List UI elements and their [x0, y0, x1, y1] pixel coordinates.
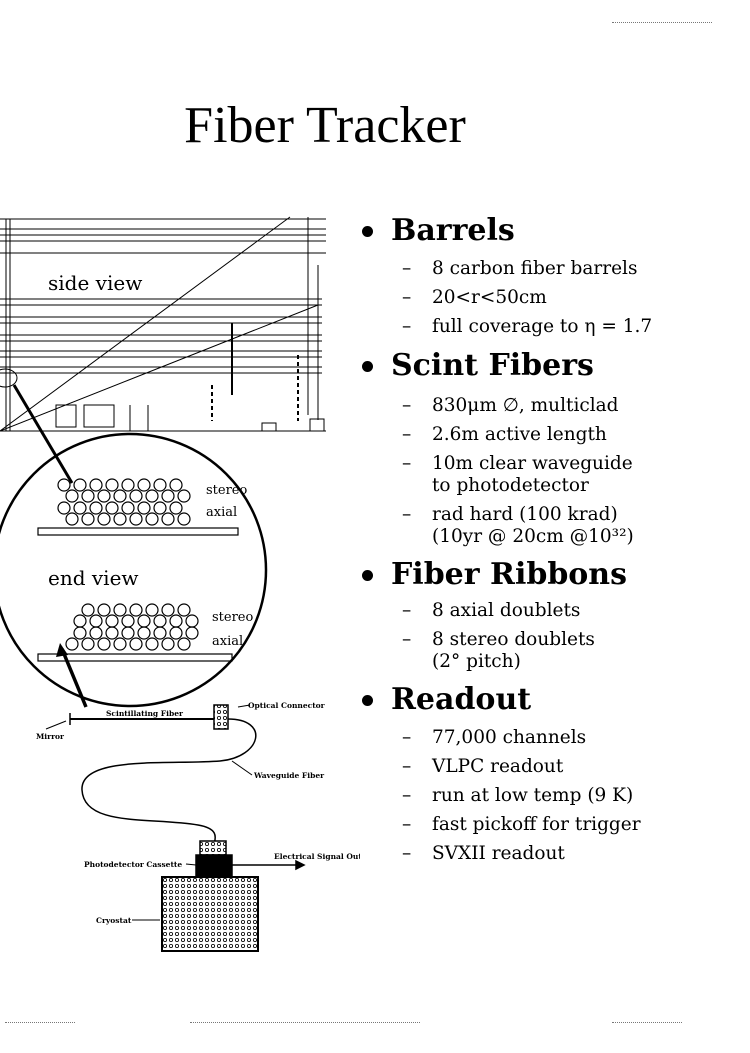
bullet-dot-icon	[362, 569, 373, 581]
page-title: Fiber Tracker	[184, 97, 466, 154]
list-item: –SVXII readout	[402, 843, 565, 864]
list-item: –full coverage to η = 1.7	[402, 316, 653, 337]
section-readout: Readout –77,000 channels –VLPC readout –…	[356, 681, 746, 868]
list-item: –830μm ∅, multiclad	[402, 395, 619, 416]
stereo-label-upper: stereo	[206, 483, 247, 498]
cryostat-label: Cryostat	[96, 916, 132, 925]
scan-edge-bottom-right	[612, 1022, 682, 1023]
axial-label-upper: axial	[206, 505, 237, 520]
bullet-dot-icon	[362, 225, 373, 237]
fiber-ribbon-upper	[37, 478, 239, 536]
section-fiber-ribbons: Fiber Ribbons –8 axial doublets –8 stere…	[356, 556, 746, 673]
electrical-signal-out-label: Electrical Signal Out	[274, 852, 360, 861]
photodetector-cassette-label: Photodetector Cassette	[84, 860, 182, 869]
mirror-label: Mirror	[36, 732, 65, 741]
bullet-dot-icon	[362, 694, 373, 706]
list-item: –8 carbon fiber barrels	[402, 258, 638, 279]
stereo-label-lower: stereo	[212, 610, 253, 625]
bullet-dot-icon	[362, 360, 373, 372]
section-heading: Barrels	[391, 213, 515, 248]
scan-edge-bottom-mid	[190, 1022, 420, 1023]
scintillating-fiber-label: Scintillating Fiber	[106, 709, 184, 718]
list-item: –run at low temp (9 K)	[402, 785, 634, 806]
list-item: –8 stereo doublets(2° pitch)	[402, 629, 595, 672]
axial-label-lower: axial	[212, 634, 243, 649]
list-item: –2.6m active length	[402, 424, 607, 445]
list-item: –20<r<50cm	[402, 287, 547, 308]
readout-schematic	[45, 704, 306, 952]
optical-connector-label: Optical Connector	[248, 701, 326, 710]
section-heading: Readout	[391, 682, 532, 717]
section-barrels: Barrels –8 carbon fiber barrels –20<r<50…	[356, 212, 746, 341]
section-heading: Fiber Ribbons	[391, 557, 628, 592]
fiber-ribbon-lower	[37, 603, 233, 662]
list-item: –VLPC readout	[402, 756, 564, 777]
list-item: –fast pickoff for trigger	[402, 814, 641, 835]
side-view-drawing	[0, 216, 326, 432]
list-item: –8 axial doublets	[402, 600, 581, 621]
section-scint-fibers: Scint Fibers –830μm ∅, multiclad –2.6m a…	[356, 347, 746, 548]
list-item: –77,000 channels	[402, 727, 587, 748]
end-view-label: end view	[48, 566, 139, 590]
scan-edge-bottom-left	[5, 1022, 75, 1023]
bullet-list: Barrels –8 carbon fiber barrels –20<r<50…	[356, 212, 746, 868]
schematic-pointer-arrow	[60, 648, 88, 708]
section-heading: Scint Fibers	[391, 348, 594, 383]
magnifier-pointer	[12, 384, 74, 484]
waveguide-fiber-label: Waveguide Fiber	[253, 771, 325, 780]
fiber-tracker-diagram: side view stereo axial end view stereo a…	[0, 216, 360, 952]
side-view-label: side view	[48, 271, 142, 295]
list-item: –rad hard (100 krad)(10yr @ 20cm @10³²)	[402, 504, 634, 547]
magnifier-circle	[0, 432, 268, 708]
scan-edge-top-right	[612, 22, 712, 23]
